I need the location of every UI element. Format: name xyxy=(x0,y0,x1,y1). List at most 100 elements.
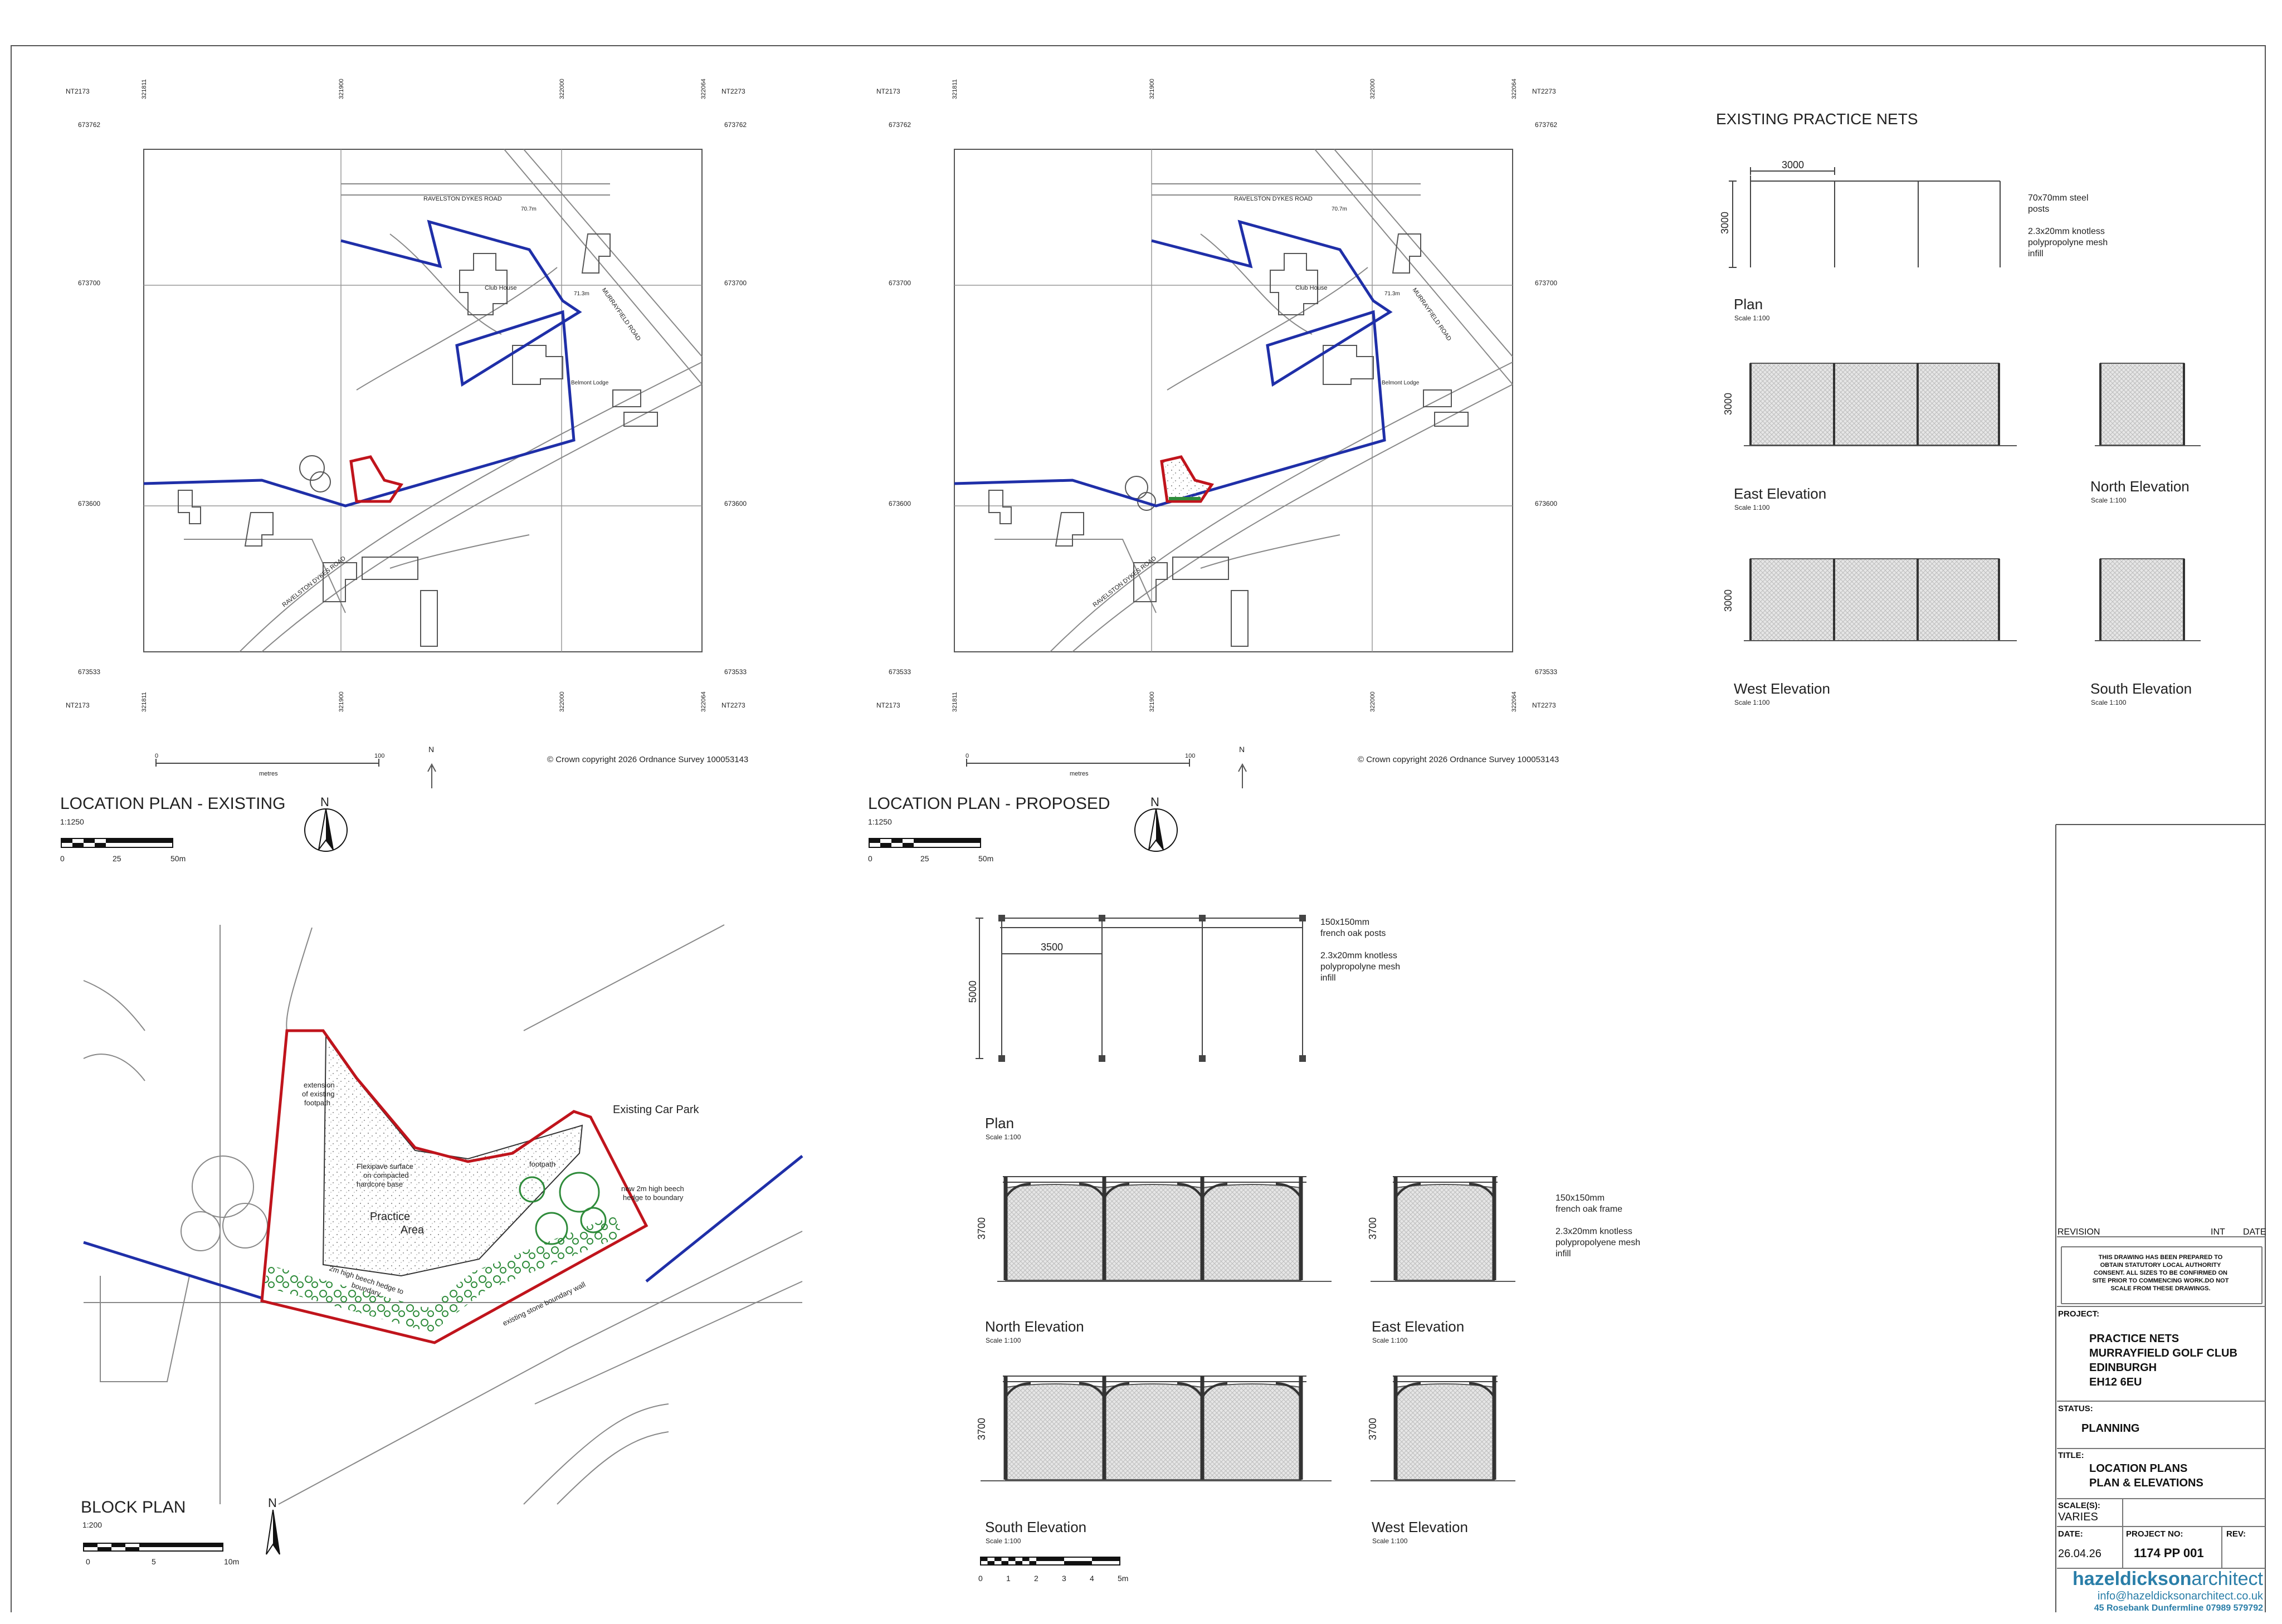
annotation: 2.3x20mm knotless xyxy=(2028,227,2105,236)
ownership-boundary-blue xyxy=(954,220,1393,508)
view-title: Plan xyxy=(985,1115,1014,1132)
scale-label: 25 xyxy=(920,854,929,863)
road-label: MURRAYFIELD ROAD xyxy=(601,287,642,342)
grid-ref: 322000 xyxy=(1369,79,1376,99)
grid-ref: 673762 xyxy=(1535,121,1557,129)
location-plan-existing: RAVELSTON DYKES ROAD MURRAYFIELD ROAD RA… xyxy=(66,79,748,788)
view-scale: Scale 1:100 xyxy=(2091,496,2127,504)
grid-ref: 673533 xyxy=(889,668,911,676)
grid-ref: NT2273 xyxy=(1532,701,1556,709)
annotation: footpath xyxy=(304,1099,330,1107)
annotation: french oak posts xyxy=(1320,929,1386,938)
dimension-label: 3000 xyxy=(1723,589,1734,612)
practice-area xyxy=(322,1034,583,1277)
annotation: polypropolyne mesh xyxy=(2028,238,2108,247)
north-label: N xyxy=(1150,795,1159,809)
annotation: infill xyxy=(1556,1249,1571,1259)
grid-ref: 673762 xyxy=(724,121,747,129)
brand-name-part: architect xyxy=(2191,1568,2264,1589)
grid-ref: 673700 xyxy=(1535,279,1557,287)
road-label: RAVELSTON DYKES ROAD xyxy=(423,196,502,202)
location-proposed-scale: 1:1250 xyxy=(868,817,892,826)
annotation: 2.3x20mm knotless xyxy=(1556,1227,1632,1236)
grid-ref: NT2173 xyxy=(876,701,900,709)
grid-ref: NT2173 xyxy=(66,87,90,95)
grid-ref: 321811 xyxy=(141,692,148,712)
location-existing-scale: 1:1250 xyxy=(60,817,84,826)
existing-north-elevation xyxy=(2095,363,2201,446)
grid-ref: 322064 xyxy=(700,691,707,712)
view-scale: Scale 1:100 xyxy=(986,1133,1021,1141)
scale-label: 5m xyxy=(1118,1574,1128,1583)
contact-address: 45 Rosebank Dunfermline 07989 579792 xyxy=(2094,1603,2263,1613)
map-roads xyxy=(184,149,703,652)
view-scale: Scale 1:100 xyxy=(1372,1537,1408,1545)
annotation: new 2m high beech xyxy=(621,1184,684,1193)
annotation: on compacted xyxy=(363,1171,409,1179)
dimension-label: 5000 xyxy=(967,981,978,1003)
view-title: South Elevation xyxy=(985,1519,1086,1535)
site-boundary-red xyxy=(1160,455,1215,503)
grid-ref: NT2173 xyxy=(876,87,900,95)
scale-label: 50m xyxy=(170,854,186,863)
proposed-south-elevation xyxy=(981,1376,1332,1481)
brand-logo: hazeldicksonarchitect xyxy=(2061,1568,2263,1589)
annotation: Flexipave surface xyxy=(357,1162,413,1171)
annotation: existing stone boundary wall xyxy=(501,1280,587,1328)
project-line: PRACTICE NETS xyxy=(2089,1333,2179,1345)
existing-south-elevation xyxy=(2095,558,2201,641)
project-label: PROJECT: xyxy=(2058,1309,2100,1319)
scale-label: metres xyxy=(1070,770,1089,777)
building-label: Belmont Lodge xyxy=(1382,380,1420,386)
note-line: SCALE FROM THESE DRAWINGS. xyxy=(2110,1285,2211,1292)
note-line: OBTAIN STATUTORY LOCAL AUTHORITY xyxy=(2100,1262,2221,1269)
location-proposed-title: LOCATION PLAN - PROPOSED xyxy=(868,794,1110,813)
road-label: RAVELSTON DYKES ROAD xyxy=(281,555,347,608)
contact-email[interactable]: info@hazeldicksonarchitect.co.uk xyxy=(2097,1590,2263,1602)
view-scale: Scale 1:100 xyxy=(2091,699,2127,706)
project-details: PRACTICE NETS MURRAYFIELD GOLF CLUB EDIN… xyxy=(2089,1332,2237,1389)
map-roads xyxy=(994,149,1513,652)
level-label: 70.7m xyxy=(1332,206,1347,212)
sheet-border xyxy=(11,45,2266,1612)
grid-ref: 321811 xyxy=(952,79,958,99)
grid-ref: 321900 xyxy=(1149,691,1155,712)
date-label: DATE: xyxy=(2058,1529,2083,1539)
grid-ref: NT2173 xyxy=(66,701,90,709)
proposed-net-plan xyxy=(976,918,1303,1059)
north-label: N xyxy=(320,795,329,809)
map-grid xyxy=(954,149,1513,652)
proposed-west-elevation xyxy=(1371,1376,1515,1481)
tree-icon xyxy=(519,1172,607,1245)
annotation: 150x150mm xyxy=(1556,1193,1605,1203)
scale-label: 5 xyxy=(152,1557,156,1566)
dimension-label: 3500 xyxy=(1041,942,1063,953)
scale-label: 0 xyxy=(60,854,65,863)
site-boundary-red xyxy=(349,455,404,503)
grid-ref: 673700 xyxy=(78,279,100,287)
project-number: 1174 PP 001 xyxy=(2134,1546,2204,1560)
proposed-east-elevation xyxy=(1371,1176,1515,1282)
date-header: DATE xyxy=(2243,1227,2266,1237)
map-scale-bar xyxy=(155,759,379,767)
graphic-scale-bar xyxy=(61,838,173,848)
grid-ref: 673600 xyxy=(78,500,100,508)
existing-nets-heading: EXISTING PRACTICE NETS xyxy=(1716,110,1918,128)
grid-ref: 321900 xyxy=(1149,79,1155,99)
grid-ref: 673533 xyxy=(1535,668,1557,676)
ownership-boundary-blue xyxy=(645,1155,803,1282)
grid-ref: NT2273 xyxy=(1532,87,1556,95)
block-plan: Existing Car Park Practice Area extensio… xyxy=(81,924,803,1566)
scale-label: 2 xyxy=(1034,1574,1038,1583)
annotation: hedge to boundary xyxy=(623,1193,684,1202)
building-label: Club House xyxy=(485,285,516,291)
drawing-title: LOCATION PLANS PLAN & ELEVATIONS xyxy=(2089,1461,2203,1490)
north-arrow-icon xyxy=(266,1509,280,1555)
existing-east-elevation xyxy=(1744,363,2017,446)
view-scale: Scale 1:100 xyxy=(1372,1337,1408,1344)
revision-label: REV: xyxy=(2226,1529,2246,1539)
annotation: 2.3x20mm knotless xyxy=(1320,951,1397,960)
view-scale: Scale 1:100 xyxy=(1734,504,1770,511)
north-label: N xyxy=(428,745,434,754)
title-line: LOCATION PLANS xyxy=(2089,1462,2188,1475)
